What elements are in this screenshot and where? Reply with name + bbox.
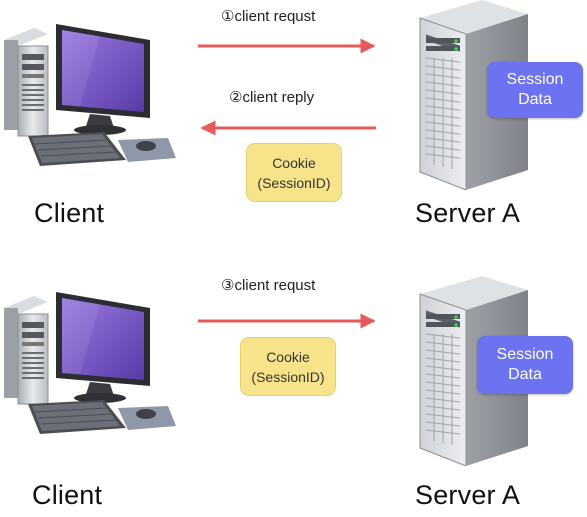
- request-arrow: [198, 38, 376, 54]
- request-label: ③client requst: [221, 277, 316, 294]
- session-line-1: Session: [496, 346, 554, 363]
- cookie-line-1: Cookie: [266, 348, 310, 365]
- top-scene: ①client requst ②client reply Cookie (Sess…: [0, 0, 587, 258]
- cookie-box: Cookie (SessionID): [240, 337, 336, 396]
- client-label: Client: [32, 480, 103, 510]
- reply-label: ②client reply: [229, 89, 315, 106]
- session-line-1: Session: [506, 71, 564, 88]
- bottom-scene: ③client requst Cookie (SessionID) Session…: [0, 270, 587, 517]
- cookie-box: Cookie (SessionID): [246, 143, 342, 202]
- cookie-line-2: (SessionID): [251, 368, 325, 385]
- server-label: Server A: [415, 480, 521, 510]
- desktop-computer-icon: [0, 278, 180, 438]
- reply-arrow: [200, 120, 376, 136]
- cookie-line-2: (SessionID): [257, 174, 331, 191]
- session-line-2: Data: [508, 366, 542, 383]
- server-label: Server A: [415, 198, 521, 228]
- cookie-line-1: Cookie: [272, 154, 316, 171]
- desktop-computer-icon: [0, 10, 180, 170]
- session-line-2: Data: [518, 91, 552, 108]
- request-arrow: [198, 313, 376, 329]
- request-label: ①client requst: [221, 8, 316, 25]
- client-label: Client: [34, 198, 105, 228]
